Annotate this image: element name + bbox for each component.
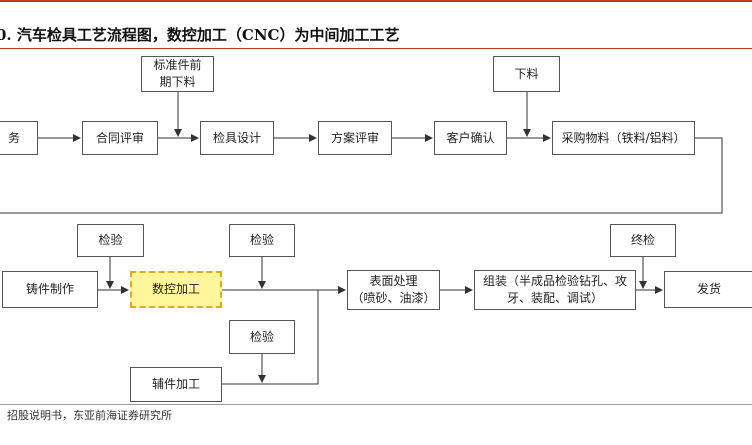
node-plan-review: 方案评审 [318, 121, 392, 155]
node-surface-treatment: 表面处理 （喷砂、油漆） [347, 270, 440, 310]
node-auxiliary-machining: 辅件加工 [130, 367, 222, 402]
node-casting: 铸件制作 [2, 271, 98, 308]
node-contract-review: 合同评审 [82, 121, 158, 155]
node-standard-parts: 标准件前 期下料 [141, 56, 214, 92]
node-fixture-design: 检具设计 [200, 121, 274, 155]
node-material-cutting: 下料 [493, 56, 560, 92]
source-rule [0, 404, 752, 405]
node-inspection-2: 检验 [229, 224, 295, 257]
node-assembly: 组装（半成品检验钻孔、攻 牙、装配、调试） [474, 270, 636, 310]
node-purchase-materials: 采购物料（铁料/铝料） [552, 121, 695, 155]
node-shipping: 发货 [664, 271, 752, 308]
page-title: 0. 汽车检具工艺流程图，数控加工（CNC）为中间加工工艺 [0, 26, 400, 44]
top-rule [0, 0, 752, 2]
node-customer-confirm: 客户确认 [434, 121, 507, 155]
node-task: 务 [0, 121, 38, 155]
node-final-inspection: 终检 [610, 224, 676, 257]
source-note: ：招股说明书，东亚前海证券研究所 [0, 409, 172, 422]
edge-aux-surface [222, 290, 319, 385]
node-inspection-3: 检验 [229, 320, 295, 354]
node-cnc-machining: 数控加工 [130, 271, 222, 308]
edge-purchase-wrap [0, 137, 723, 214]
node-inspection-1: 检验 [77, 224, 144, 257]
title-rule [0, 48, 752, 49]
